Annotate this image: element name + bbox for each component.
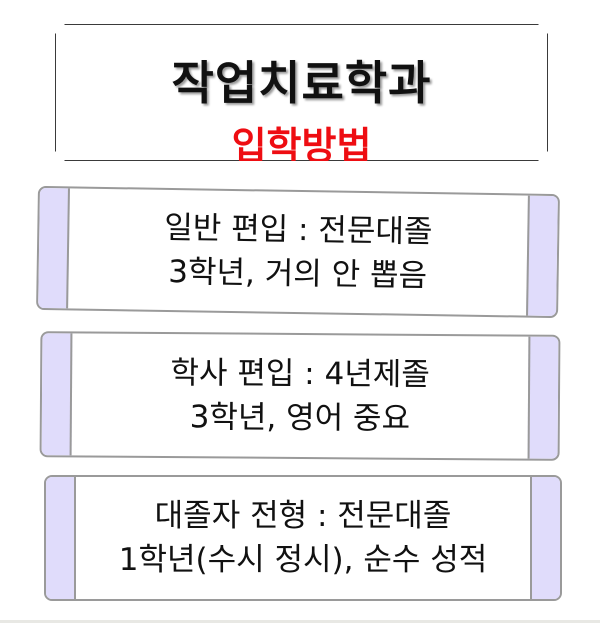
page-subtitle: 입학방법: [231, 124, 372, 168]
card-left-tab: [46, 477, 76, 599]
card-line-1: 일반 편입 : 전문대졸: [163, 209, 433, 251]
page-title: 작업치료학과: [171, 56, 432, 110]
card-left-tab: [38, 187, 70, 309]
card-line-1: 학사 편입 : 4년제졸: [170, 355, 430, 393]
card-line-2: 3학년, 거의 안 뽑음: [167, 253, 428, 295]
card-right-tab: [530, 477, 560, 599]
card-right-tab: [527, 336, 559, 459]
card-right-tab: [526, 195, 558, 317]
admission-card-general-transfer: 일반 편입 : 전문대졸 3학년, 거의 안 뽑음: [36, 185, 560, 319]
bottom-divider: [0, 620, 600, 623]
admission-card-graduate-track: 대졸자 전형 : 전문대졸 1학년(수시 정시), 순수 성적: [44, 475, 562, 601]
card-line-2: 3학년, 영어 중요: [189, 399, 411, 437]
card-left-tab: [41, 333, 73, 456]
admission-card-bachelor-transfer: 학사 편입 : 4년제졸 3학년, 영어 중요: [39, 331, 561, 461]
card-line-2: 1학년(수시 정시), 순수 성적: [118, 542, 488, 578]
card-line-1: 대졸자 전형 : 전문대졸: [154, 498, 452, 534]
title-banner: 작업치료학과 입학방법: [55, 24, 548, 161]
